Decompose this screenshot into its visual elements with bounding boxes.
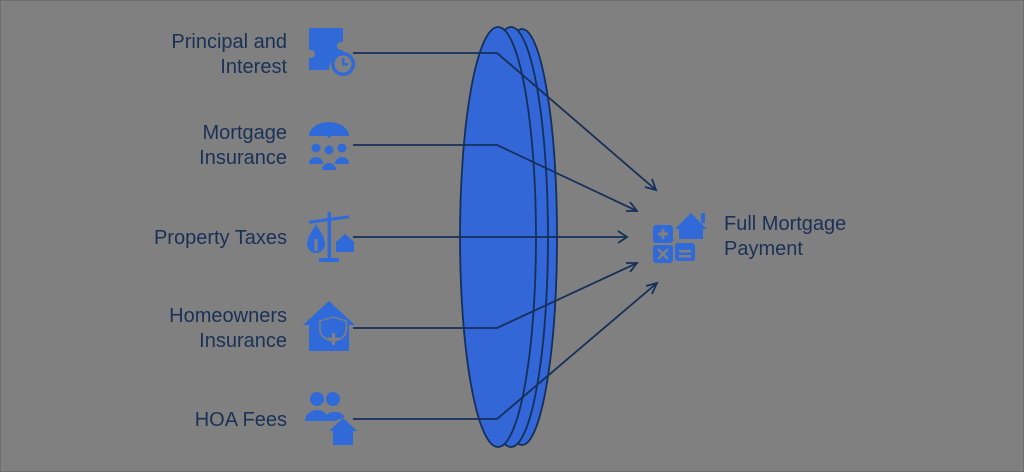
ticket-clock-icon (309, 28, 355, 76)
arrowhead-property-taxes (617, 230, 629, 244)
connector-mortgage-insurance (353, 144, 638, 212)
connector-homeowners-insurance (353, 262, 638, 329)
calculator-house-icon (653, 213, 707, 263)
label-property-taxes: Property Taxes (153, 227, 287, 249)
house-shield-icon (303, 301, 355, 351)
label-principal-interest: Principal and Interest (171, 31, 287, 78)
label-mortgage-insurance: Mortgage Insurance (199, 122, 287, 169)
people-house-icon (305, 392, 357, 445)
arrowhead-mortgage-insurance (626, 201, 639, 212)
arrowhead-principal-interest (644, 178, 658, 192)
arrowhead-hoa-fees (645, 281, 659, 295)
umbrella-family-icon (309, 122, 349, 170)
connector-principal-interest (353, 52, 657, 191)
label-hoa-fees: HOA Fees (194, 409, 287, 431)
connectors (353, 52, 659, 420)
label-homeowners-insurance: Homeowners Insurance (169, 305, 287, 352)
label-full-mortgage-payment: Full Mortgage Payment (724, 213, 847, 260)
scale-dollar-house-icon (307, 212, 354, 262)
connector-hoa-fees (353, 282, 658, 420)
arrowhead-homeowners-insurance (626, 262, 639, 273)
